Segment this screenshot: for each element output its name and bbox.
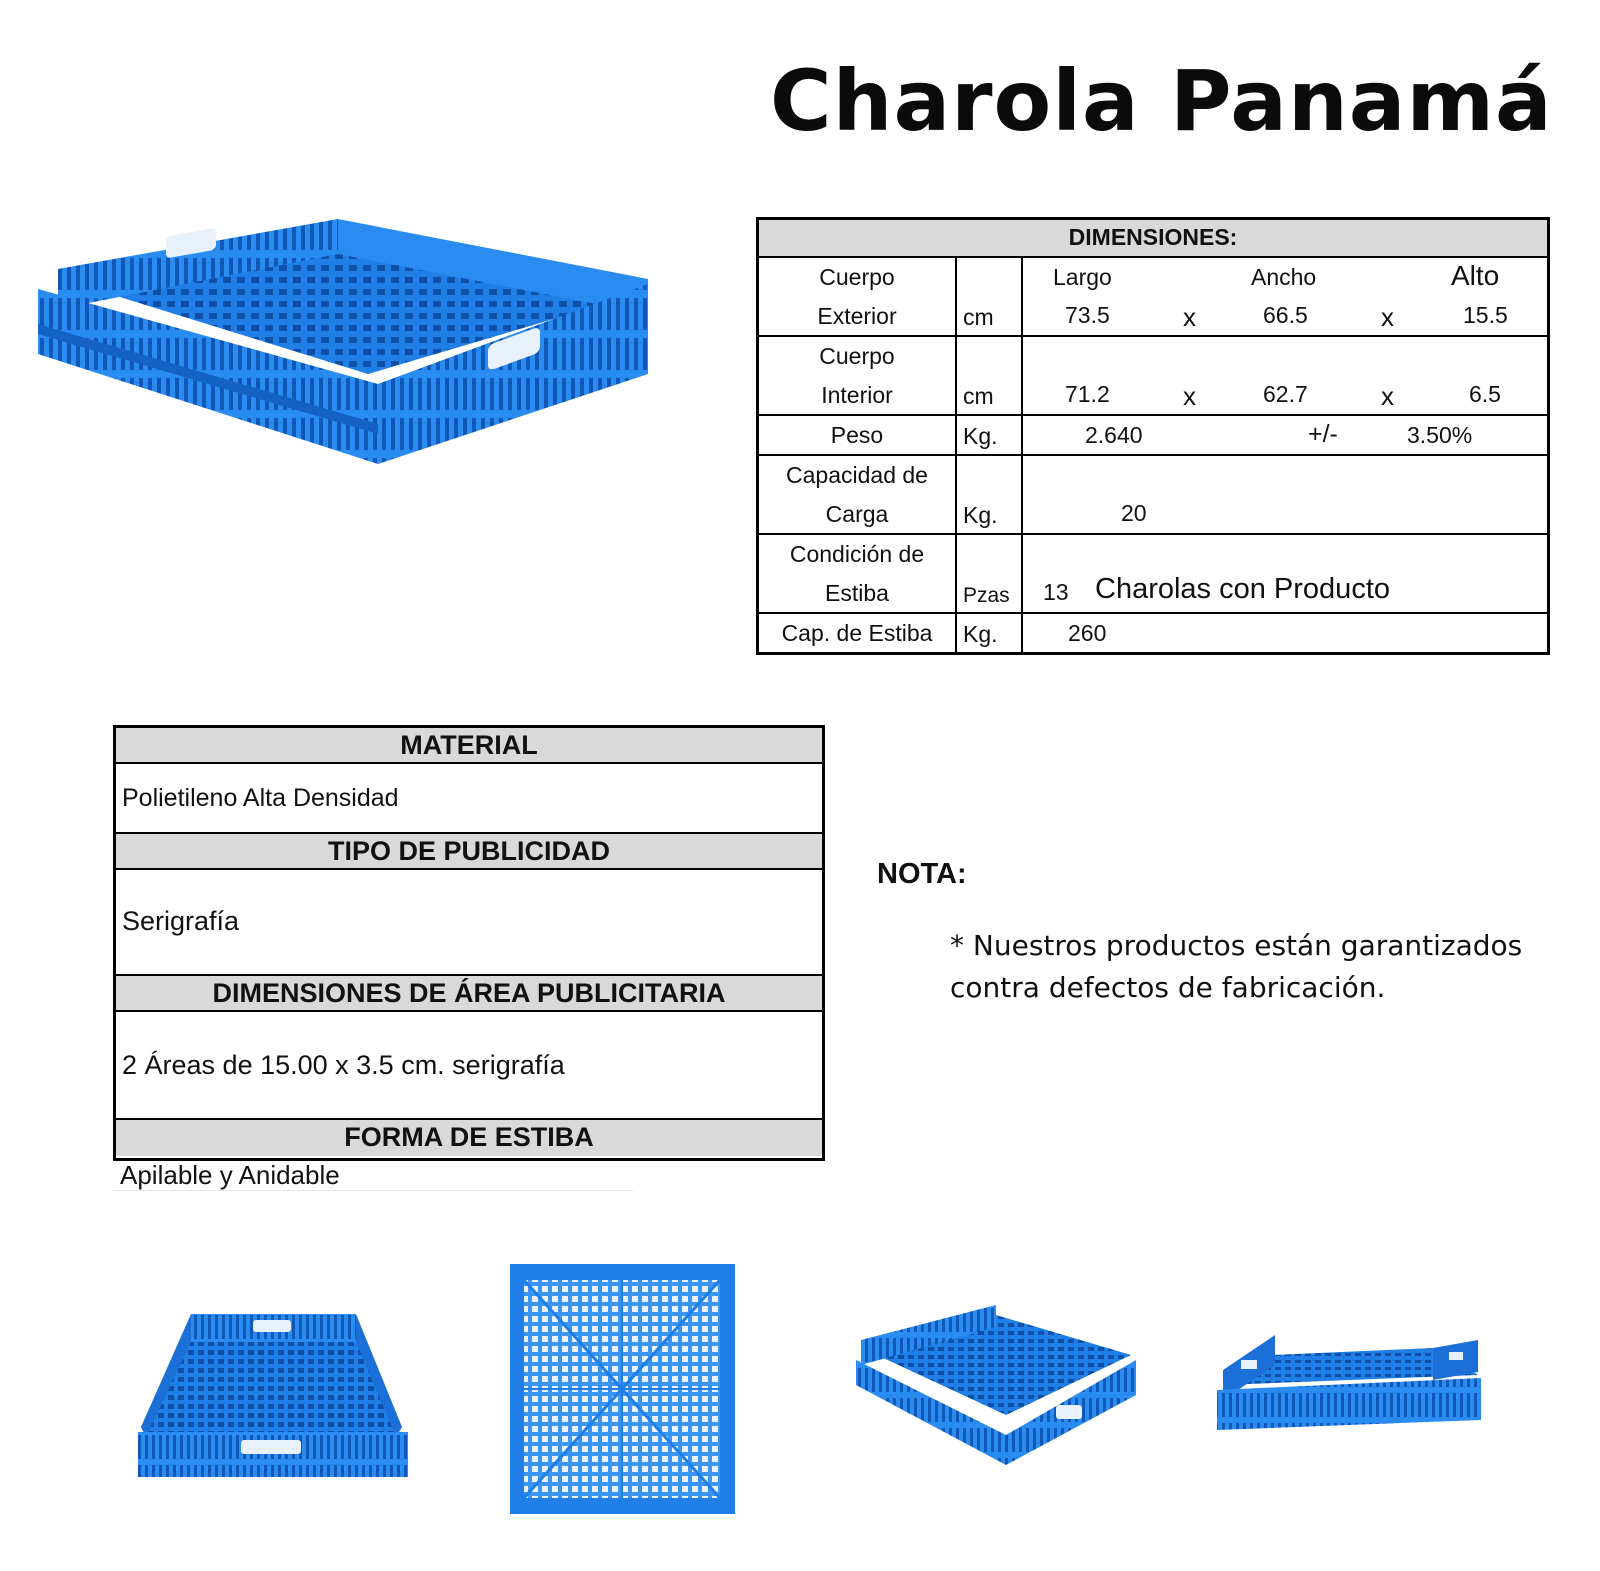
condicion-label-line2: Estiba xyxy=(825,580,889,606)
nota-text-line2: contra defectos de fabricación. xyxy=(950,971,1386,1004)
cap-estiba-value: 260 xyxy=(1068,620,1107,646)
peso-unit: Kg. xyxy=(957,416,1023,456)
dimensions-header: DIMENSIONES: xyxy=(759,220,1547,258)
interior-label: Cuerpo Interior xyxy=(759,337,957,416)
tray-side-view xyxy=(856,1305,1136,1475)
peso-tolerance: 3.50% xyxy=(1407,422,1473,448)
material-value: Polietileno Alta Densidad xyxy=(122,784,399,812)
interior-ancho: 62.7 xyxy=(1263,381,1308,407)
tray-top-view xyxy=(510,1264,735,1514)
dimensions-table: DIMENSIONES: Cuerpo Exterior cm Largo An… xyxy=(756,217,1550,655)
col-largo-label: Largo xyxy=(1053,264,1112,290)
capacidad-label-line2: Carga xyxy=(825,501,889,527)
tray-main-image xyxy=(38,214,668,484)
interior-alto: 6.5 xyxy=(1469,381,1501,407)
area-row: 2 Áreas de 15.00 x 3.5 cm. serigrafía xyxy=(116,1012,822,1120)
interior-unit: cm xyxy=(957,337,1023,416)
peso-value: 2.640 xyxy=(1085,422,1143,448)
condicion-label-line1: Condición de xyxy=(789,541,925,567)
peso-label: Peso xyxy=(759,416,957,456)
exterior-label-line2: Exterior xyxy=(817,303,897,329)
condicion-value: 13 xyxy=(1043,579,1069,605)
material-row: Polietileno Alta Densidad xyxy=(116,764,822,834)
condicion-unit: Pzas xyxy=(957,535,1023,614)
nota-text-line1: * Nuestros productos están garantizados xyxy=(950,929,1523,962)
condicion-values: 13 Charolas con Producto xyxy=(1023,535,1547,614)
exterior-unit: cm xyxy=(957,258,1023,337)
exterior-ancho: 66.5 xyxy=(1263,302,1308,328)
material-header: MATERIAL xyxy=(116,728,822,764)
publicidad-value: Serigrafía xyxy=(122,906,240,936)
interior-label-line2: Interior xyxy=(821,382,893,408)
tray-angle-view xyxy=(1213,1330,1488,1440)
publicidad-header: TIPO DE PUBLICIDAD xyxy=(116,834,822,870)
nota-label: NOTA: xyxy=(877,858,967,890)
peso-values: 2.640 +/- 3.50% xyxy=(1023,416,1547,456)
exterior-largo: 73.5 xyxy=(1065,302,1110,328)
publicidad-row: Serigrafía xyxy=(116,870,822,976)
exterior-label-line1: Cuerpo xyxy=(819,264,895,290)
cap-estiba-label: Cap. de Estiba xyxy=(759,614,957,652)
cap-estiba-values: 260 xyxy=(1023,614,1547,652)
peso-tolerance-sign: +/- xyxy=(1308,420,1338,448)
interior-x2: x xyxy=(1381,381,1394,411)
exterior-alto: 15.5 xyxy=(1463,302,1508,328)
area-header: DIMENSIONES DE ÁREA PUBLICITARIA xyxy=(116,976,822,1012)
capacidad-label: Capacidad de Carga xyxy=(759,456,957,535)
divider xyxy=(113,1190,633,1191)
material-table: MATERIAL Polietileno Alta Densidad TIPO … xyxy=(113,725,825,1161)
capacidad-value: 20 xyxy=(1121,500,1147,526)
capacidad-values: 20 xyxy=(1023,456,1547,535)
col-alto-label: Alto xyxy=(1451,260,1500,291)
nota-text: * Nuestros productos están garantizados … xyxy=(950,925,1550,1009)
exterior-label: Cuerpo Exterior xyxy=(759,258,957,337)
exterior-values: Largo Ancho Alto 73.5 x 66.5 x 15.5 xyxy=(1023,258,1547,337)
interior-label-line1: Cuerpo xyxy=(819,343,895,369)
estiba-header: FORMA DE ESTIBA xyxy=(116,1120,822,1156)
capacidad-unit: Kg. xyxy=(957,456,1023,535)
cap-estiba-unit: Kg. xyxy=(957,614,1023,652)
page-title: Charola Panamá xyxy=(770,52,1553,150)
col-ancho-label: Ancho xyxy=(1251,264,1317,290)
condicion-description: Charolas con Producto xyxy=(1095,573,1390,605)
capacidad-label-line1: Capacidad de xyxy=(786,462,928,488)
area-value: 2 Áreas de 15.00 x 3.5 cm. serigrafía xyxy=(122,1050,565,1080)
interior-values: 71.2 x 62.7 x 6.5 xyxy=(1023,337,1547,416)
interior-x1: x xyxy=(1183,381,1196,411)
estiba-value: Apilable y Anidable xyxy=(120,1160,340,1190)
interior-largo: 71.2 xyxy=(1065,381,1110,407)
tray-front-view xyxy=(136,1312,416,1482)
exterior-x1: x xyxy=(1183,302,1196,332)
condicion-label: Condición de Estiba xyxy=(759,535,957,614)
exterior-x2: x xyxy=(1381,302,1394,332)
